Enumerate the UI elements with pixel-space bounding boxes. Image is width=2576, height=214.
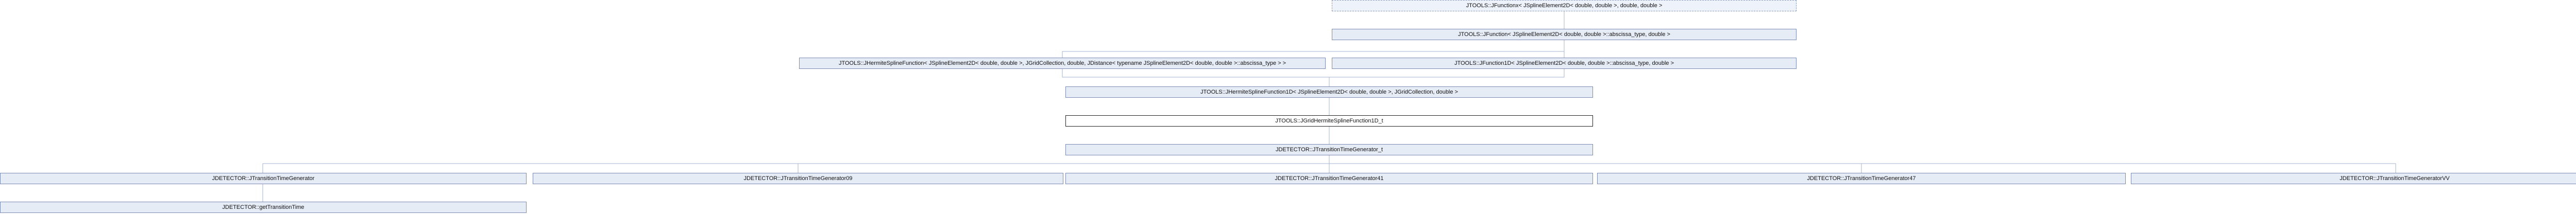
node-jhermite-spline-function[interactable]: JTOOLS::JHermiteSplineFunction< JSplineE…	[799, 58, 1326, 69]
node-jtransition-time-generator09[interactable]: JDETECTOR::JTransitionTimeGenerator09	[533, 173, 1063, 184]
edge-generator-t-to-gen-vv	[1329, 163, 2396, 173]
node-jtransition-time-generator[interactable]: JDETECTOR::JTransitionTimeGenerator	[0, 173, 527, 184]
edge-function1d-to-hermite1d	[1329, 69, 1565, 78]
node-jtransition-time-generator-vv[interactable]: JDETECTOR::JTransitionTimeGeneratorVV	[2131, 173, 2576, 184]
edge-generator-t-to-children	[262, 155, 1330, 173]
node-get-transition-time[interactable]: JDETECTOR::getTransitionTime	[0, 202, 527, 213]
edge-hermite-to-hermite1d	[1062, 69, 1330, 86]
node-jfunctionx[interactable]: JTOOLS::JFunctionx< JSplineElement2D< do…	[1332, 0, 1797, 11]
node-jtransition-time-generator-t[interactable]: JDETECTOR::JTransitionTimeGenerator_t	[1065, 144, 1593, 155]
node-jgrid-hermite-spline-function1d-t[interactable]: JTOOLS::JGridHermiteSplineFunction1D_t	[1065, 115, 1593, 127]
node-jfunction[interactable]: JTOOLS::JFunction< JSplineElement2D< dou…	[1332, 29, 1797, 40]
node-jtransition-time-generator47[interactable]: JDETECTOR::JTransitionTimeGenerator47	[1597, 173, 2126, 184]
node-jhermite-spline-function1d[interactable]: JTOOLS::JHermiteSplineFunction1D< JSplin…	[1065, 86, 1593, 98]
node-jfunction1d[interactable]: JTOOLS::JFunction1D< JSplineElement2D< d…	[1332, 58, 1797, 69]
edge-function-interface-to-hermite	[1062, 40, 1565, 58]
node-jtransition-time-generator41[interactable]: JDETECTOR::JTransitionTimeGenerator41	[1065, 173, 1593, 184]
